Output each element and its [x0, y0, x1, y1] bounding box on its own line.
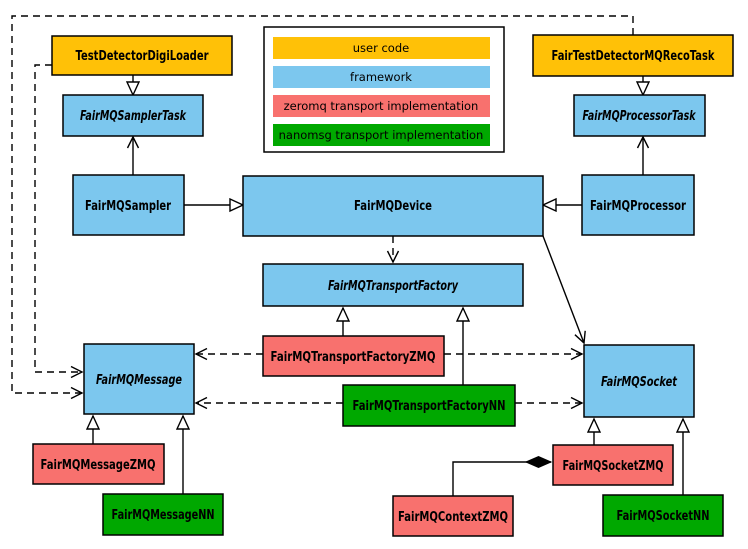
edge-contextzmq-socketzmq [452, 462, 551, 496]
node-label-fairmqdevice: FairMQDevice [354, 199, 432, 214]
node-label-fairmqprocessortask: FairMQProcessorTask [583, 109, 697, 124]
node-fairmqsamplertask: FairMQSamplerTask [62, 94, 204, 137]
node-label-fairmqprocessor: FairMQProcessor [590, 199, 686, 214]
node-fairmqprocessor: FairMQProcessor [581, 174, 695, 236]
node-fairtestdetectormqrecotask: FairTestDetectorMQRecoTask [532, 34, 734, 77]
node-box-fairmqprocessor [581, 174, 695, 236]
legend: user code framework zeromq transport imp… [263, 26, 505, 153]
legend-swatch-zeromq [273, 95, 490, 117]
node-box-fairmqprocessortask [573, 94, 706, 137]
node-fairmqtransportfactorynn: FairMQTransportFactoryNN [342, 384, 516, 427]
legend-item-user-code: user code [273, 37, 490, 59]
legend-label-nanomsg: nanomsg transport implementation [279, 128, 484, 142]
node-label-fairmqtransportfactorynn: FairMQTransportFactoryNN [353, 399, 506, 414]
node-label-fairmqsamplertask: FairMQSamplerTask [80, 109, 187, 124]
edge-device-socket [542, 235, 586, 345]
node-label-fairmqtransportfactoryzmq: FairMQTransportFactoryZMQ [271, 350, 436, 365]
node-box-fairmqdevice [242, 175, 544, 237]
node-fairmqsocketnn: FairMQSocketNN [602, 494, 724, 537]
node-box-testdetectordigiloader [51, 35, 233, 76]
node-box-fairmqsocketnn [602, 494, 724, 537]
node-fairmqsocketzmq: FairMQSocketZMQ [552, 444, 674, 486]
node-fairmqdevice: FairMQDevice [242, 175, 544, 237]
node-box-fairmqtransportfactory [262, 263, 524, 307]
node-fairmqmessage: FairMQMessage [83, 343, 195, 415]
node-box-fairmqcontextzmq [392, 495, 514, 537]
node-label-fairmqcontextzmq: FairMQContextZMQ [398, 510, 508, 525]
legend-swatch-nanomsg [273, 124, 490, 146]
node-label-fairmqsampler: FairMQSampler [85, 199, 171, 214]
node-box-fairmqtransportfactorynn [342, 384, 516, 427]
legend-label-framework: framework [350, 70, 412, 84]
legend-label-zeromq: zeromq transport implementation [284, 99, 479, 113]
node-box-fairmqmessagenn [102, 493, 224, 536]
node-box-fairmqmessage [83, 343, 195, 415]
node-label-fairmqtransportfactory: FairMQTransportFactory [328, 279, 458, 294]
edges-layer [11, 15, 683, 496]
legend-item-zeromq: zeromq transport implementation [273, 95, 490, 117]
legend-item-framework: framework [273, 66, 490, 88]
node-fairmqsampler: FairMQSampler [72, 174, 185, 236]
legend-label-user-code: user code [353, 41, 409, 55]
legend-item-nanomsg: nanomsg transport implementation [273, 124, 490, 146]
node-box-fairmqsocketzmq [552, 444, 674, 486]
node-box-fairmqmessagezmq [32, 443, 165, 485]
node-fairmqcontextzmq: FairMQContextZMQ [392, 495, 514, 537]
node-fairmqmessagezmq: FairMQMessageZMQ [32, 443, 165, 485]
node-label-fairmqsocketnn: FairMQSocketNN [617, 509, 710, 524]
node-testdetectordigiloader: TestDetectorDigiLoader [51, 35, 233, 76]
node-box-fairtestdetectormqrecotask [532, 34, 734, 77]
node-box-fairmqtransportfactoryzmq [262, 335, 445, 377]
node-box-fairmqsamplertask [62, 94, 204, 137]
node-box-fairmqsocket [583, 344, 695, 418]
node-box-fairmqsampler [72, 174, 185, 236]
node-fairmqsocket: FairMQSocket [583, 344, 695, 418]
node-label-fairmqmessage: FairMQMessage [96, 373, 182, 388]
node-fairmqtransportfactory: FairMQTransportFactory [262, 263, 524, 307]
node-fairmqtransportfactoryzmq: FairMQTransportFactoryZMQ [262, 335, 445, 377]
edge-digiloader-message [34, 64, 84, 379]
node-label-fairmqmessagezmq: FairMQMessageZMQ [41, 458, 156, 473]
legend-swatch-framework [273, 66, 490, 88]
node-label-fairmqmessagenn: FairMQMessageNN [112, 508, 215, 523]
edge-recotask-message [11, 15, 634, 400]
node-label-fairmqsocket: FairMQSocket [601, 375, 678, 390]
legend-swatch-user-code [273, 37, 490, 59]
node-fairmqmessagenn: FairMQMessageNN [102, 493, 224, 536]
node-label-fairmqsocketzmq: FairMQSocketZMQ [563, 459, 664, 474]
node-label-testdetectordigiloader: TestDetectorDigiLoader [76, 49, 209, 64]
nodes-layer: TestDetectorDigiLoader FairTestDetectorM… [32, 34, 734, 537]
node-fairmqprocessortask: FairMQProcessorTask [573, 94, 706, 137]
node-label-fairtestdetectormqrecotask: FairTestDetectorMQRecoTask [552, 49, 715, 64]
